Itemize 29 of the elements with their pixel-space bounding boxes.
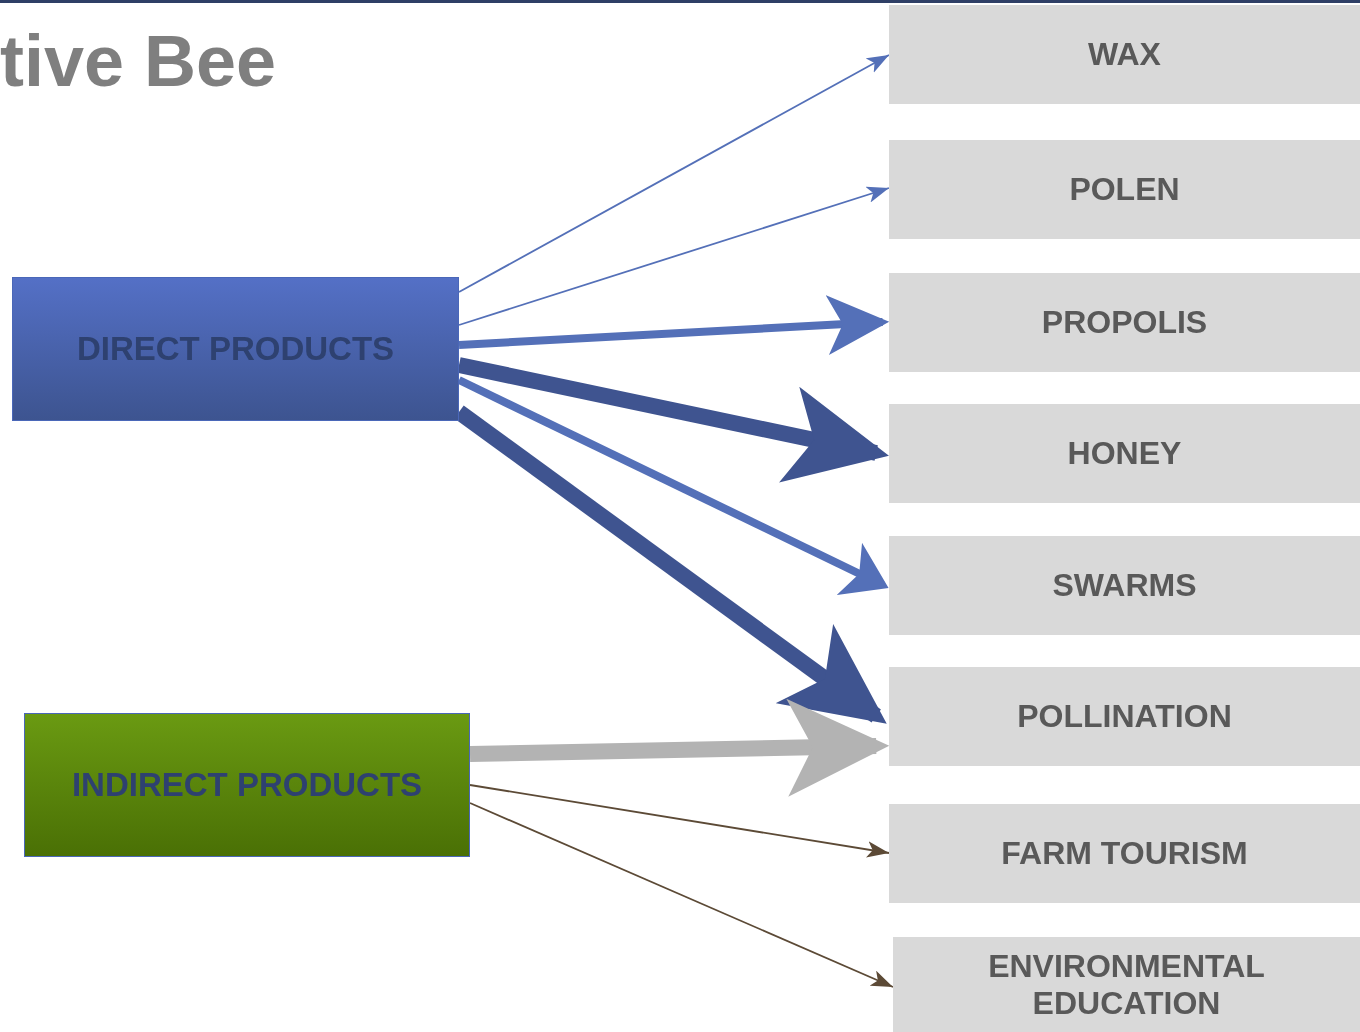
arrow bbox=[458, 186, 890, 326]
product-box bbox=[889, 404, 1360, 503]
node-label: POLLINATION bbox=[1017, 698, 1232, 735]
category-box bbox=[12, 277, 459, 421]
node-label: SWARMS bbox=[1052, 567, 1197, 604]
node-label: INDIRECT PRODUCTS bbox=[71, 766, 423, 804]
product-box bbox=[893, 937, 1360, 1032]
product-box bbox=[889, 667, 1360, 766]
node-label: POLEN bbox=[1069, 171, 1180, 208]
arrow bbox=[457, 357, 889, 483]
arrow bbox=[469, 698, 890, 797]
arrow bbox=[457, 376, 889, 596]
arrow bbox=[469, 802, 894, 988]
product-box bbox=[889, 5, 1360, 104]
node-label: HONEY bbox=[1067, 435, 1182, 472]
node-label: PROPOLIS bbox=[1041, 304, 1208, 341]
arrow bbox=[458, 295, 890, 355]
arrow bbox=[469, 784, 890, 858]
product-box bbox=[889, 804, 1360, 903]
node-label: ENVIRONMENTAL EDUCATION bbox=[987, 947, 1266, 1022]
product-box bbox=[889, 140, 1360, 239]
node-label: WAX bbox=[1088, 36, 1161, 73]
slide-title: tive Bee bbox=[0, 20, 277, 102]
product-box bbox=[889, 273, 1360, 372]
arrow bbox=[458, 54, 890, 293]
product-box bbox=[889, 536, 1360, 635]
node-label: FARM TOURISM bbox=[1001, 835, 1248, 872]
node-label: DIRECT PRODUCTS bbox=[76, 330, 395, 368]
category-box bbox=[24, 713, 470, 857]
